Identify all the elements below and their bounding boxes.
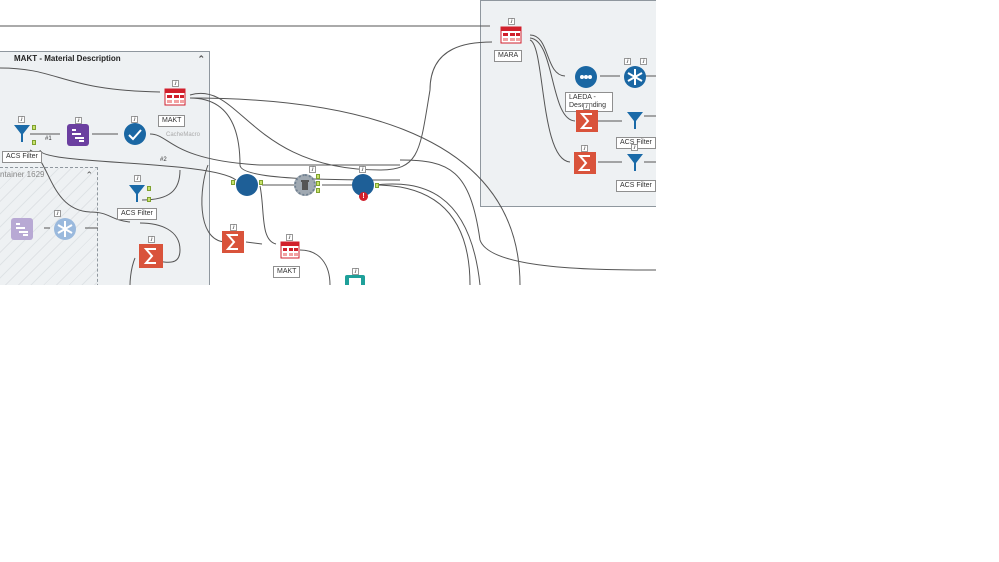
browse-tool[interactable] bbox=[345, 275, 365, 285]
tool-badge: ⅈ bbox=[359, 166, 366, 173]
tool-badge: ⅈ bbox=[172, 80, 179, 87]
input-data-icon bbox=[164, 88, 186, 106]
filter-tool-1[interactable] bbox=[12, 122, 32, 144]
makt-input-label: MAKT bbox=[158, 115, 186, 127]
workflow-canvas[interactable]: MAKT - Material Description ⌃ ntainer 16… bbox=[0, 0, 656, 285]
filter-icon bbox=[627, 154, 643, 171]
summarize-icon bbox=[143, 248, 156, 264]
connection-label-1: #1 bbox=[45, 136, 52, 142]
tool-badge: ⅈ bbox=[583, 103, 590, 110]
unique-tool-2[interactable] bbox=[575, 66, 597, 88]
summarize-tool-2[interactable] bbox=[222, 231, 244, 253]
error-icon: ! bbox=[359, 192, 368, 201]
connection-label-2: #2 bbox=[160, 157, 167, 163]
select-icon bbox=[72, 129, 84, 142]
tool-badge: ⅈ bbox=[640, 58, 647, 65]
tool-badge: ⅈ bbox=[75, 117, 82, 124]
formula-tool-2[interactable] bbox=[624, 66, 646, 88]
container-makt-title[interactable]: MAKT - Material Description ⌃ bbox=[0, 52, 209, 66]
checkmark-icon bbox=[128, 129, 142, 141]
makt-output-tool[interactable] bbox=[280, 241, 300, 259]
anchor-r[interactable] bbox=[316, 181, 320, 186]
tool-badge: ⅈ bbox=[131, 116, 138, 123]
anchor-right[interactable] bbox=[259, 180, 263, 185]
tool-badge: ⅈ bbox=[134, 175, 141, 182]
trash-icon bbox=[301, 180, 309, 190]
acs-filter-label-2: ACS Filter bbox=[117, 208, 157, 220]
filter-tool-2[interactable] bbox=[128, 183, 146, 203]
connection-lines bbox=[0, 25, 656, 285]
input-data-icon bbox=[500, 26, 522, 44]
formula-tool[interactable] bbox=[54, 218, 76, 240]
anchor-l[interactable] bbox=[316, 188, 320, 193]
filter-tool-3[interactable] bbox=[626, 110, 644, 130]
anchor-false[interactable] bbox=[147, 197, 151, 202]
anchor-out[interactable] bbox=[375, 183, 379, 188]
select-tool-disabled[interactable] bbox=[11, 218, 33, 240]
tool-badge: ⅈ bbox=[309, 166, 316, 173]
sort-tool[interactable] bbox=[294, 174, 316, 196]
makt-input-tool[interactable] bbox=[164, 88, 186, 106]
select-icon bbox=[16, 223, 28, 236]
tool-badge: ⅈ bbox=[581, 145, 588, 152]
dots-icon bbox=[580, 75, 592, 79]
filter-icon bbox=[129, 185, 145, 202]
browse-icon bbox=[349, 278, 361, 285]
anchor-false[interactable] bbox=[32, 140, 36, 145]
anchor-true[interactable] bbox=[32, 125, 36, 130]
summarize-icon bbox=[225, 234, 238, 250]
tool-badge: ⅈ bbox=[286, 234, 293, 241]
summarize-icon bbox=[579, 113, 592, 129]
tool-badge: ⅈ bbox=[631, 144, 638, 151]
unique-tool[interactable] bbox=[124, 123, 146, 145]
collapse-icon[interactable]: ⌃ bbox=[85, 170, 93, 180]
anchor-left[interactable] bbox=[231, 180, 235, 185]
cache-macro-label: CacheMacro bbox=[166, 132, 201, 138]
summarize-tool-1[interactable] bbox=[139, 244, 163, 268]
mara-input-tool[interactable] bbox=[500, 26, 522, 44]
container-sub-title-text: ntainer 1629 bbox=[0, 170, 45, 179]
output-data-icon bbox=[280, 241, 300, 259]
join-tool-2[interactable] bbox=[352, 174, 374, 196]
collapse-icon[interactable]: ⌃ bbox=[197, 54, 205, 64]
makt-output-label: MAKT bbox=[273, 266, 301, 278]
tool-badge: ⅈ bbox=[508, 18, 515, 25]
tool-badge: ⅈ bbox=[624, 58, 631, 65]
tool-badge: ⅈ bbox=[148, 236, 155, 243]
mara-input-label: MARA bbox=[494, 50, 523, 62]
summarize-icon bbox=[577, 155, 590, 171]
container-makt-title-text: MAKT - Material Description bbox=[14, 54, 121, 63]
filter-tool-4[interactable] bbox=[626, 152, 644, 172]
filter-icon bbox=[627, 112, 643, 129]
anchor-true[interactable] bbox=[147, 186, 151, 191]
tool-badge: ⅈ bbox=[352, 268, 359, 275]
summarize-tool-4[interactable] bbox=[574, 152, 596, 174]
summarize-tool-3[interactable] bbox=[576, 110, 598, 132]
container-sub-title[interactable]: ntainer 1629 ⌃ bbox=[0, 168, 97, 182]
filter-icon bbox=[14, 125, 30, 142]
anchor-j[interactable] bbox=[316, 174, 320, 179]
tool-badge: ⅈ bbox=[54, 210, 61, 217]
tool-badge: ⅈ bbox=[18, 116, 25, 123]
acs-filter-label-1: ACS Filter bbox=[2, 151, 42, 163]
select-tool[interactable] bbox=[67, 124, 89, 146]
join-tool-1[interactable] bbox=[236, 174, 258, 196]
tool-badge: ⅈ bbox=[230, 224, 237, 231]
acs-filter-label-4: ACS Filter bbox=[616, 180, 656, 192]
snowflake-icon bbox=[627, 69, 643, 85]
snowflake-icon bbox=[57, 221, 73, 237]
